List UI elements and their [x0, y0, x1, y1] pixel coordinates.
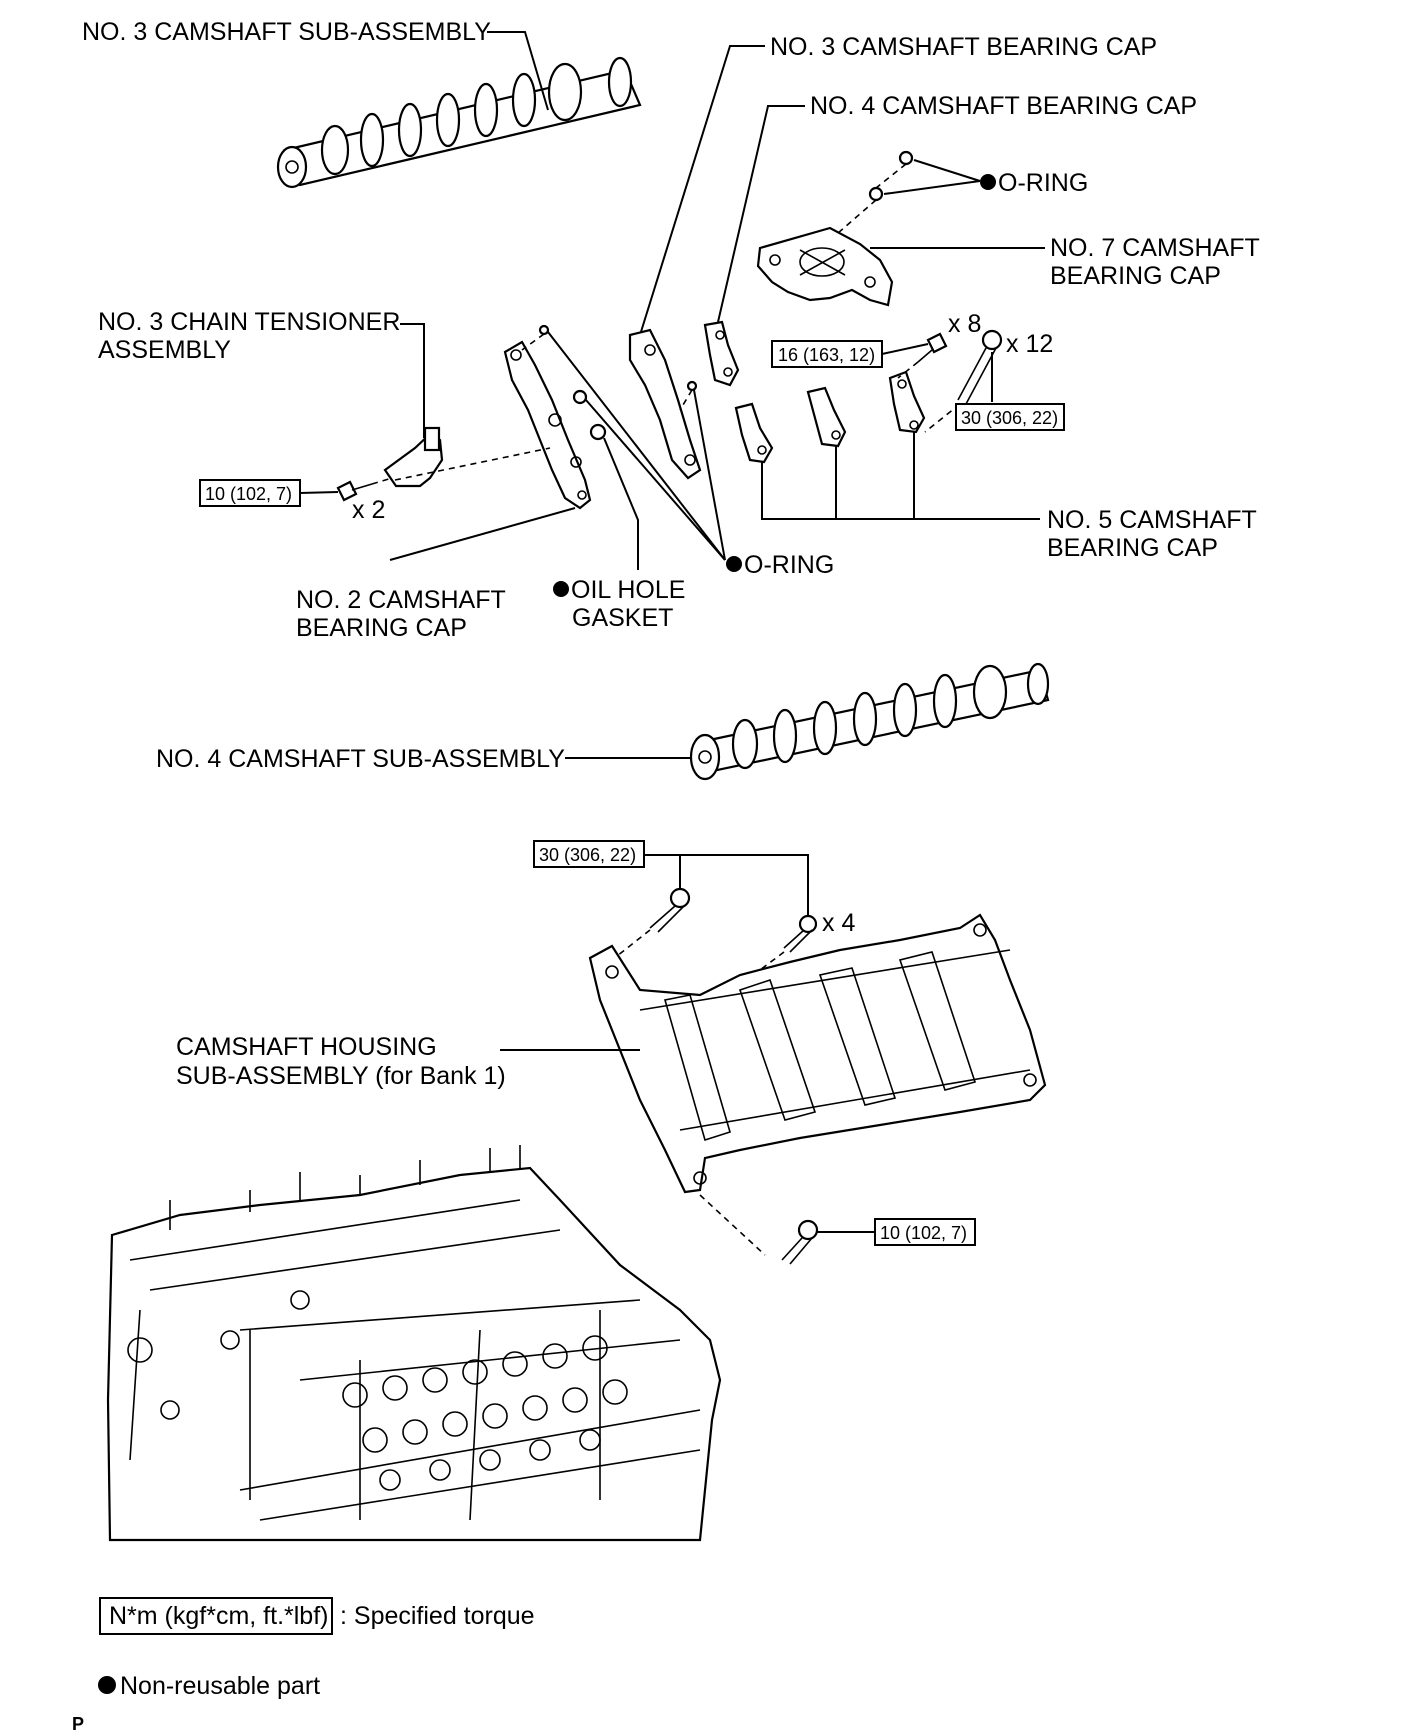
no2-bearing-cap-label-1: NO. 2 CAMSHAFT: [296, 586, 506, 614]
large-cap-bolt-qty: x 12: [1006, 330, 1053, 358]
no3-bearing-cap-part: [628, 328, 702, 480]
legend-torque-box: [99, 1597, 333, 1635]
camshaft-housing-illustration: [588, 913, 1047, 1194]
tensioner-bolt-qty: x 2: [352, 496, 385, 524]
no7-bearing-cap-label-1: NO. 7 CAMSHAFT: [1050, 234, 1260, 262]
no5-bearing-cap-part: [888, 370, 926, 434]
torque-cap-large: 30 (306, 22): [961, 408, 1058, 428]
no5-bearing-cap-label-1: NO. 5 CAMSHAFT: [1047, 506, 1257, 534]
no4-bearing-cap-label: NO. 4 CAMSHAFT BEARING CAP: [810, 92, 1197, 120]
small-cap-bolt-qty: x 8: [948, 310, 981, 338]
no2-bearing-cap-part: [503, 340, 592, 510]
nonreusable-bullet-icon: [553, 581, 569, 597]
nonreusable-bullet-icon: [980, 174, 996, 190]
no2-leader: [389, 507, 576, 561]
oring-part: [898, 150, 914, 166]
chain-tensioner-label-1: NO. 3 CHAIN TENSIONER: [98, 308, 400, 336]
no7-bearing-cap-illustration: [756, 226, 894, 307]
oring-part: [686, 380, 698, 392]
small-cap-bolt-icon: [917, 332, 948, 363]
tensioner-bolt-icon: [336, 480, 373, 502]
chain-tensioner-leader: [400, 323, 425, 438]
no4-camshaft-illustration: [689, 662, 1050, 781]
oring-leader: [883, 180, 981, 195]
torque-box-tensioner: [199, 479, 301, 507]
torque-box-cap-large: [955, 403, 1065, 431]
housing-lower-bolt-icon: [781, 1219, 819, 1265]
torque-box-housing-lower: [874, 1218, 976, 1246]
torque-housing-upper: 30 (306, 22): [539, 845, 636, 865]
oil-hole-gasket-label-1: OIL HOLE: [571, 576, 685, 604]
torque-cap-small: 16 (163, 12): [778, 345, 875, 365]
no4-bearing-cap-part: [703, 320, 740, 387]
torque-box-housing-upper: [533, 840, 645, 868]
no3-bearing-cap-label: NO. 3 CAMSHAFT BEARING CAP: [770, 33, 1157, 61]
oring-top-label: O-RING: [998, 169, 1088, 197]
legend-nonreusable-bullet-icon: [98, 1676, 116, 1694]
torque-housing-lower: 10 (102, 7): [880, 1223, 967, 1243]
no3-camshaft-illustration: [276, 56, 642, 189]
no3-camshaft-label: NO. 3 CAMSHAFT SUB-ASSEMBLY: [82, 18, 491, 46]
large-cap-bolt-icon: [957, 329, 1003, 405]
no3-camshaft-leader: [487, 31, 549, 111]
torque-box-cap-small: [771, 340, 883, 368]
no7-bearing-cap-label-2: BEARING CAP: [1050, 262, 1221, 290]
legend-torque-text: : Specified torque: [340, 1602, 535, 1630]
no5-bearing-cap-label-2: BEARING CAP: [1047, 534, 1218, 562]
chain-tensioner-illustration: [383, 426, 551, 488]
no4-camshaft-label: NO. 4 CAMSHAFT SUB-ASSEMBLY: [156, 745, 565, 773]
engine-head-illustration: [106, 1145, 722, 1542]
housing-label-2: SUB-ASSEMBLY (for Bank 1): [176, 1062, 506, 1090]
housing-bolt-icon: [649, 887, 818, 953]
oring-part: [572, 389, 588, 405]
oring-part: [868, 186, 884, 202]
legend-nonreusable-text: Non-reusable part: [120, 1672, 320, 1700]
nonreusable-bullet-icon: [726, 556, 742, 572]
chain-tensioner-label-2: ASSEMBLY: [98, 336, 231, 364]
oil-hole-gasket-part: [589, 423, 607, 441]
no2-bearing-cap-label-2: BEARING CAP: [296, 614, 467, 642]
page-mark: P: [72, 1714, 84, 1734]
no5-leader: [761, 462, 1040, 520]
housing-bolt-qty: x 4: [822, 909, 855, 937]
oring-part: [538, 324, 550, 336]
oring-mid-label: O-RING: [744, 551, 834, 579]
oil-hole-gasket-leader: [603, 437, 639, 570]
legend-torque-units: N*m (kgf*cm, ft.*lbf): [109, 1602, 328, 1630]
no3-bearing-cap-leader: [639, 45, 765, 336]
torque-tensioner: 10 (102, 7): [205, 484, 292, 504]
no4-bearing-cap-leader: [717, 105, 805, 323]
oring-leader: [913, 159, 981, 182]
housing-label-1: CAMSHAFT HOUSING: [176, 1033, 437, 1061]
oil-hole-gasket-label-2: GASKET: [572, 604, 673, 632]
no5-bearing-cap-part: [734, 402, 774, 464]
